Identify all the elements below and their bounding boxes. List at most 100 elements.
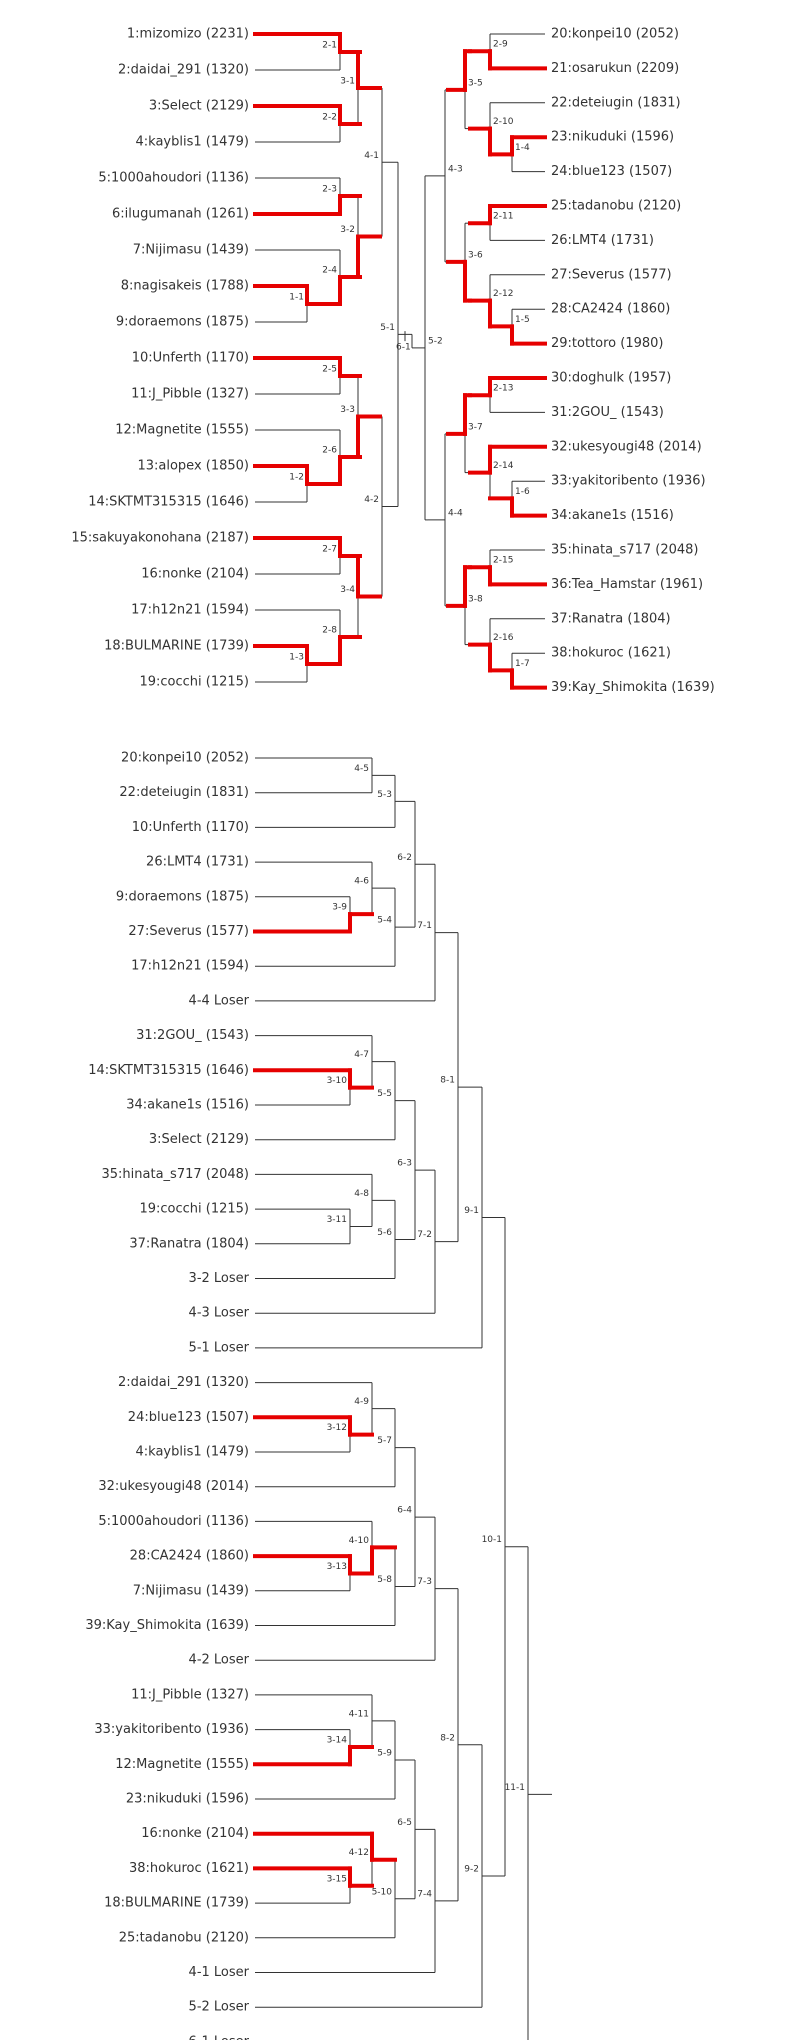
entrant-name: 10:Unferth (1170) xyxy=(132,351,249,366)
match-label: 5-3 xyxy=(377,790,392,800)
match-label: 4-9 xyxy=(354,1397,369,1407)
match-label: 2-13 xyxy=(493,384,513,394)
match-label: 2-9 xyxy=(493,40,508,50)
entrant-name: 9:doraemons (1875) xyxy=(116,889,249,904)
entrant-name: 14:SKTMT315315 (1646) xyxy=(88,1063,249,1078)
entrant-name: 35:hinata_s717 (2048) xyxy=(551,543,699,558)
entrant-name: 23:nikuduki (1596) xyxy=(126,1792,249,1807)
match-label: 5-9 xyxy=(377,1748,392,1758)
match-label: 9-1 xyxy=(464,1206,479,1216)
match-label: 3-2 xyxy=(340,225,355,235)
match-label: 3-1 xyxy=(340,77,355,87)
entrant-name: 29:tottoro (1980) xyxy=(551,336,664,351)
match-label: 2-16 xyxy=(493,633,514,643)
entrant-name: 12:Magnetite (1555) xyxy=(115,423,249,438)
entrant-name: 7:Nijimasu (1439) xyxy=(133,1583,249,1598)
entrant-name: 4:kayblis1 (1479) xyxy=(136,1445,250,1460)
entrant-name: 27:Severus (1577) xyxy=(551,267,672,282)
entrant-name: 4:kayblis1 (1479) xyxy=(136,135,250,150)
match-label: 10-1 xyxy=(482,1535,502,1545)
entrant-name: 3:Select (2129) xyxy=(149,99,249,114)
match-label: 3-3 xyxy=(340,405,355,415)
entrant-name: 4-4 Loser xyxy=(189,993,250,1008)
match-label: 5-7 xyxy=(377,1436,392,1446)
match-label: 1-7 xyxy=(515,659,530,669)
entrant-name: 20:konpei10 (2052) xyxy=(551,27,679,42)
entrant-name: 25:tadanobu (2120) xyxy=(551,199,681,214)
match-label: 2-5 xyxy=(322,365,337,375)
entrant-name: 24:blue123 (1507) xyxy=(551,164,672,179)
entrant-name: 14:SKTMT315315 (1646) xyxy=(88,495,249,510)
entrant-name: 16:nonke (2104) xyxy=(141,1826,249,1841)
match-label: 11-1 xyxy=(505,1783,525,1793)
match-label: 4-3 xyxy=(448,164,463,174)
match-label: 5-5 xyxy=(377,1089,392,1099)
entrant-name: 17:h12n21 (1594) xyxy=(131,603,249,618)
match-label: 6-4 xyxy=(397,1506,412,1516)
entrant-name: 4-3 Loser xyxy=(189,1306,250,1321)
entrant-name: 1:mizomizo (2231) xyxy=(127,27,249,42)
entrant-name: 34:akane1s (1516) xyxy=(126,1098,249,1113)
match-label: 2-6 xyxy=(322,446,337,456)
entrant-name: 30:doghulk (1957) xyxy=(551,371,671,386)
match-label: 2-4 xyxy=(322,266,337,276)
match-label: 2-3 xyxy=(322,185,337,195)
match-label: 3-13 xyxy=(327,1562,347,1572)
match-label: 4-10 xyxy=(349,1536,370,1546)
entrant-name: 36:Tea_Hamstar (1961) xyxy=(551,577,703,592)
entrant-name: 31:2GOU_ (1543) xyxy=(551,405,664,420)
entrant-name: 18:BULMARINE (1739) xyxy=(104,639,249,654)
entrant-name: 6-1 Loser xyxy=(189,2034,250,2040)
match-label: 2-12 xyxy=(493,289,513,299)
entrant-name: 26:LMT4 (1731) xyxy=(551,233,654,248)
match-label: 3-5 xyxy=(468,78,483,88)
entrant-name: 33:yakitoribento (1936) xyxy=(551,474,706,489)
entrant-name: 5-1 Loser xyxy=(189,1340,250,1355)
entrant-name: 8:nagisakeis (1788) xyxy=(121,279,249,294)
entrant-name: 22:deteiugin (1831) xyxy=(551,95,681,110)
entrant-name: 34:akane1s (1516) xyxy=(551,508,674,523)
match-label: 1-4 xyxy=(515,143,530,153)
entrant-name: 2:daidai_291 (1320) xyxy=(118,1375,249,1390)
entrant-name: 23:nikuduki (1596) xyxy=(551,130,674,145)
entrant-name: 27:Severus (1577) xyxy=(128,924,249,939)
entrant-name: 21:osarukun (2209) xyxy=(551,61,679,76)
match-label: 5-4 xyxy=(377,916,392,926)
match-label: 1-5 xyxy=(515,315,530,325)
entrant-name: 3-2 Loser xyxy=(189,1271,250,1286)
match-label: 6-2 xyxy=(397,853,412,863)
match-label: 4-5 xyxy=(354,764,369,774)
entrant-name: 4-1 Loser xyxy=(189,1965,250,1980)
match-label: 2-11 xyxy=(493,212,513,222)
entrant-name: 19:cocchi (1215) xyxy=(139,1202,249,1217)
match-label: 3-10 xyxy=(327,1076,348,1086)
match-label: 3-9 xyxy=(332,903,347,913)
match-label: 9-2 xyxy=(464,1864,479,1874)
entrant-name: 35:hinata_s717 (2048) xyxy=(102,1167,250,1182)
winner-paths xyxy=(253,32,547,1888)
match-label: 2-14 xyxy=(493,461,514,471)
entrant-name: 4-2 Loser xyxy=(189,1653,250,1668)
bracket-labels: 1:mizomizo (2231) 2:daidai_291 (1320) 3:Se… xyxy=(71,27,714,2040)
entrant-name: 38:hokuroc (1621) xyxy=(129,1861,249,1876)
match-label: 3-15 xyxy=(327,1874,347,1884)
match-label: 2-7 xyxy=(322,545,337,555)
entrant-name: 33:yakitoribento (1936) xyxy=(94,1722,249,1737)
entrant-name: 13:alopex (1850) xyxy=(137,459,249,474)
match-label: 6-3 xyxy=(397,1159,412,1169)
match-label: 5-2 xyxy=(428,336,443,346)
match-label: 5-10 xyxy=(372,1887,393,1897)
match-label: 1-3 xyxy=(289,653,304,663)
entrant-name: 17:h12n21 (1594) xyxy=(131,959,249,974)
entrant-name: 31:2GOU_ (1543) xyxy=(136,1028,249,1043)
entrant-name: 39:Kay_Shimokita (1639) xyxy=(551,680,715,695)
entrant-name: 38:hokuroc (1621) xyxy=(551,646,671,661)
entrant-name: 16:nonke (2104) xyxy=(141,567,249,582)
match-label: 8-2 xyxy=(440,1733,455,1743)
entrant-name: 32:ukesyougi48 (2014) xyxy=(551,439,702,454)
match-label: 7-2 xyxy=(417,1230,432,1240)
entrant-name: 12:Magnetite (1555) xyxy=(115,1757,249,1772)
entrant-name: 5:1000ahoudori (1136) xyxy=(98,171,249,186)
entrant-name: 9:doraemons (1875) xyxy=(116,315,249,330)
